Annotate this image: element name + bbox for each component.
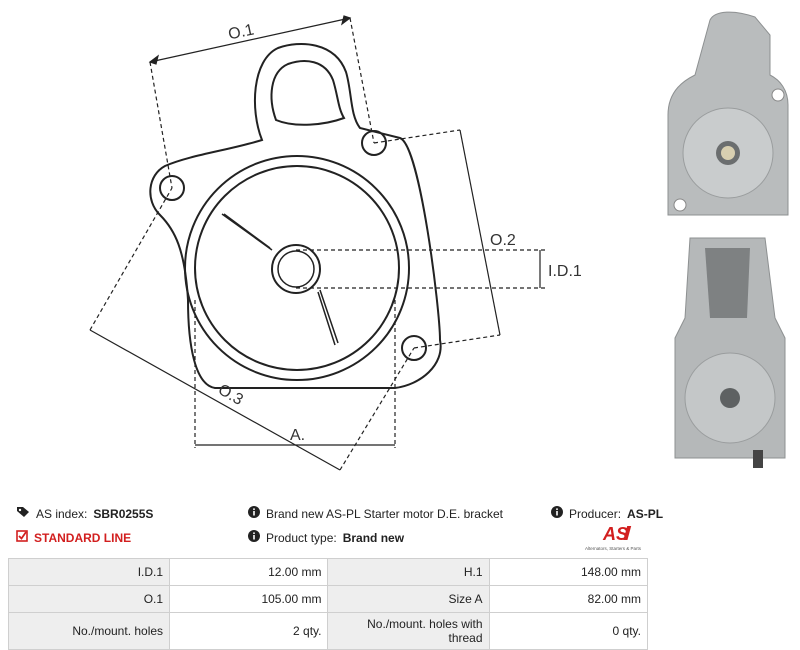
product-photo-side bbox=[665, 228, 790, 473]
info-icon bbox=[248, 506, 260, 521]
product-type-label: Product type: bbox=[266, 530, 337, 545]
tag-icon bbox=[16, 506, 30, 521]
as-index-label: AS index: bbox=[36, 506, 88, 521]
mount-hole-bottom bbox=[401, 335, 427, 361]
spec-value-cell: 82.00 mm bbox=[488, 585, 649, 613]
spec-label-cell: No./mount. holes bbox=[7, 612, 171, 650]
mount-hole-top bbox=[361, 130, 387, 156]
as-index-value: SBR0255S bbox=[93, 506, 154, 521]
product-photo-front bbox=[660, 5, 795, 225]
svg-text:AS: AS bbox=[602, 524, 628, 544]
line-row: STANDARD LINE bbox=[16, 530, 131, 545]
standard-line-label: STANDARD LINE bbox=[34, 530, 132, 545]
shaft-hole bbox=[271, 244, 321, 294]
product-description: Brand new AS-PL Starter motor D.E. brack… bbox=[266, 506, 503, 521]
as-index-row: AS index: SBR0255S bbox=[16, 506, 153, 521]
dim-label-o2: O.2 bbox=[490, 232, 516, 249]
description-row: Brand new AS-PL Starter motor D.E. brack… bbox=[248, 506, 503, 521]
spec-value-cell: 2 qty. bbox=[169, 612, 329, 650]
svg-text:Alternators, Starters & Parts: Alternators, Starters & Parts bbox=[585, 546, 642, 551]
spec-value-cell: 148.00 mm bbox=[488, 558, 649, 586]
spec-label-cell: O.1 bbox=[7, 585, 171, 613]
inner-bore-ring bbox=[194, 165, 400, 371]
spec-label-cell: No./mount. holes with thread bbox=[327, 612, 490, 650]
dim-label-id1: I.D.1 bbox=[548, 263, 582, 280]
flange-outline bbox=[149, 42, 442, 389]
product-type-value: Brand new bbox=[342, 530, 405, 545]
spec-value-cell: 105.00 mm bbox=[169, 585, 329, 613]
producer-value: AS-PL bbox=[627, 506, 664, 521]
producer-row: Producer: AS-PL bbox=[551, 506, 663, 521]
spec-label-cell: Size A bbox=[327, 585, 490, 613]
lug-opening bbox=[270, 60, 346, 126]
dim-label-o1: O.1 bbox=[227, 21, 256, 43]
dim-label-o3: O.3 bbox=[215, 381, 246, 409]
technical-drawing: O.1 O.2 I.D.1 O.3 A. bbox=[89, 15, 582, 471]
bore-sector bbox=[221, 213, 339, 346]
spec-value-cell: 12.00 mm bbox=[169, 558, 329, 586]
mount-hole-left bbox=[159, 175, 185, 201]
dim-label-a: A. bbox=[290, 427, 305, 444]
as-pl-logo: AS Alternators, Starters & Parts bbox=[585, 524, 642, 551]
spec-label-cell: H.1 bbox=[327, 558, 490, 586]
spec-value-cell: 0 qty. bbox=[488, 612, 649, 650]
info-icon bbox=[248, 530, 260, 545]
outer-bore-ring bbox=[184, 155, 410, 381]
info-icon bbox=[551, 506, 563, 521]
check-square-icon bbox=[16, 530, 28, 545]
spec-label-cell: I.D.1 bbox=[7, 558, 171, 586]
producer-label: Producer: bbox=[569, 506, 622, 521]
product-type-row: Product type: Brand new bbox=[248, 530, 404, 545]
